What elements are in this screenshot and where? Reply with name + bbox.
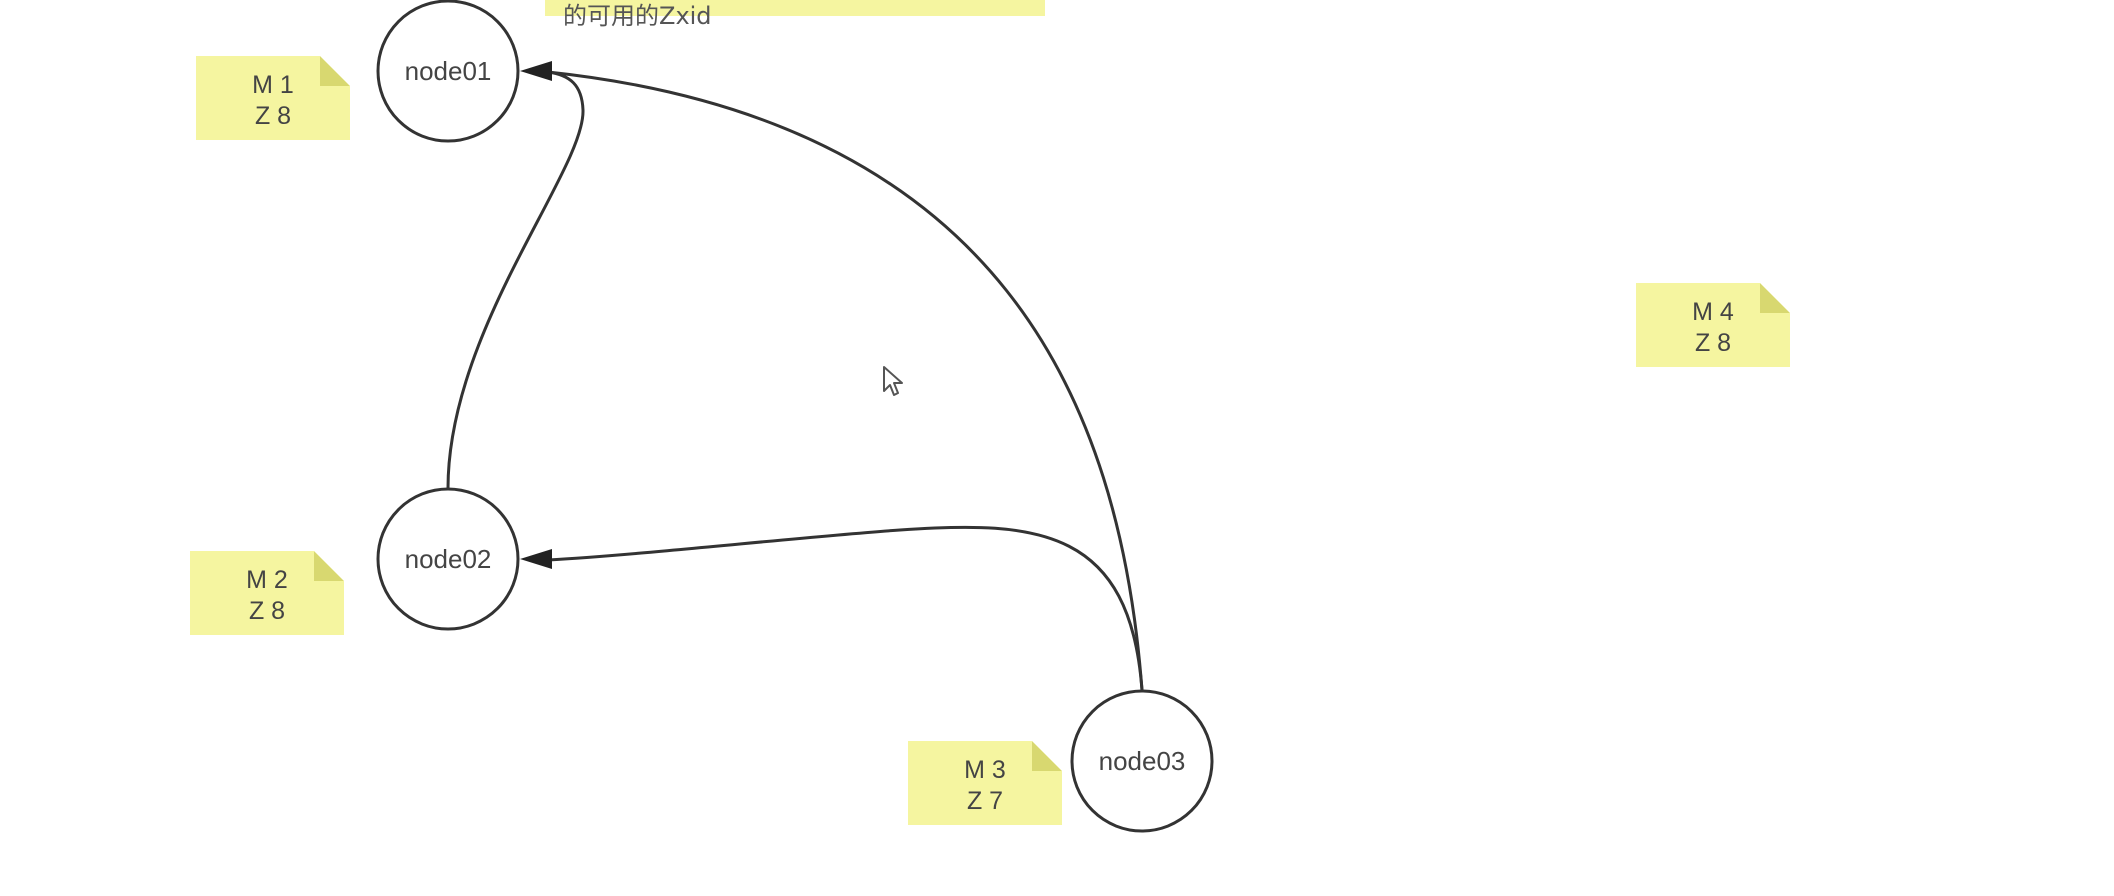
node-node03[interactable]: node03 [1070, 689, 1214, 833]
arrowhead-node01-right [520, 61, 552, 81]
node02-circle [376, 487, 520, 631]
node01-circle [376, 0, 520, 143]
note-m4[interactable]: M 4 Z 8 [1636, 283, 1790, 367]
note-m2-line1: M 2 [246, 566, 288, 594]
note-m4-line1: M 4 [1692, 298, 1734, 326]
note-m1-line2: Z 8 [254, 102, 292, 130]
note-m1-text: M 1 Z 8 [196, 70, 350, 132]
edge-node03-to-node02 [547, 525, 1144, 691]
node03-label: node03 [1099, 746, 1186, 776]
node01-label: node01 [405, 56, 492, 86]
note-m2[interactable]: M 2 Z 8 [190, 551, 344, 635]
note-m2-text: M 2 Z 8 [190, 565, 344, 627]
top-banner-note: 的可用的Zxid [545, 0, 1045, 30]
arrowhead-node02 [520, 549, 552, 569]
mouse-pointer-icon [883, 366, 903, 396]
edge-node03-to-node01 [547, 70, 1144, 691]
note-m4-line2: Z 8 [1694, 329, 1732, 357]
note-m1[interactable]: M 1 Z 8 [196, 56, 350, 140]
top-banner-text: 的可用的Zxid [563, 2, 712, 30]
note-m2-line2: Z 8 [248, 597, 286, 625]
note-m1-line1: M 1 [252, 71, 294, 99]
node-node01[interactable]: node01 [376, 0, 520, 143]
note-m4-text: M 4 Z 8 [1636, 297, 1790, 359]
note-m3[interactable]: M 3 Z 7 [908, 741, 1062, 825]
edge-node02-to-node01 [446, 70, 585, 489]
node02-label: node02 [405, 544, 492, 574]
note-m3-line1: M 3 [964, 756, 1006, 784]
node03-circle [1070, 689, 1214, 833]
note-m3-line2: Z 7 [966, 787, 1004, 815]
node-node02[interactable]: node02 [376, 487, 520, 631]
note-m3-text: M 3 Z 7 [908, 755, 1062, 817]
